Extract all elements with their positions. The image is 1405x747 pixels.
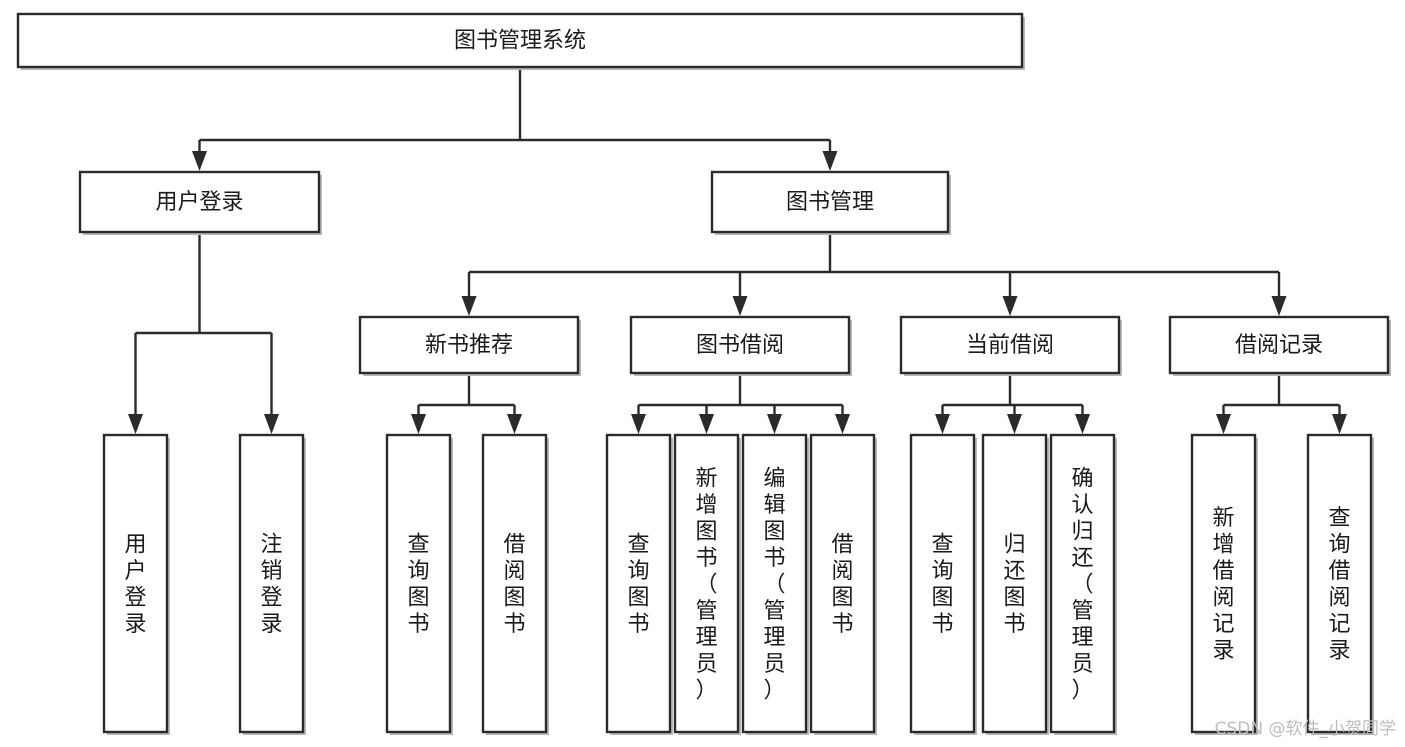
node-label-leaf-query-book-current: 查询图书 bbox=[931, 533, 953, 638]
node-label-book-borrow: 图书借阅 bbox=[696, 333, 784, 358]
node-label-new-book-recommend: 新书推荐 bbox=[425, 333, 513, 358]
node-label-leaf-user-login: 用户登录 bbox=[124, 533, 146, 638]
node-box-leaf-return-book[interactable] bbox=[981, 433, 1048, 734]
connector-conn-current-to-leaves bbox=[935, 373, 1090, 434]
node-box-book-manage[interactable] bbox=[710, 170, 950, 234]
connectors-layer bbox=[128, 67, 1347, 434]
node-leaf-query-borrow-record[interactable]: 查询借阅记录 bbox=[1306, 433, 1374, 735]
node-label-leaf-query-book-recommend: 查询图书 bbox=[407, 533, 429, 638]
nodes-layer: 图书管理系统用户登录图书管理新书推荐图书借阅当前借阅借阅记录用户登录注销登录查询… bbox=[16, 12, 1391, 735]
node-box-leaf-query-book-borrow[interactable] bbox=[605, 433, 672, 734]
node-label-user-login: 用户登录 bbox=[155, 190, 243, 215]
node-box-leaf-query-borrow-record[interactable] bbox=[1306, 433, 1373, 734]
node-label-leaf-return-book: 归还图书 bbox=[1003, 533, 1025, 638]
connector-conn-root-to-level1 bbox=[192, 67, 838, 171]
connector-conn-recommend-to-leaves bbox=[411, 373, 522, 434]
node-box-leaf-query-book-recommend[interactable] bbox=[385, 433, 452, 734]
node-leaf-edit-book-admin[interactable]: 编辑图书（管理员） bbox=[741, 433, 809, 735]
node-leaf-return-book[interactable]: 归还图书 bbox=[981, 433, 1049, 735]
node-label-book-manage: 图书管理 bbox=[786, 190, 874, 215]
node-box-leaf-edit-book-admin[interactable] bbox=[741, 433, 808, 734]
node-label-leaf-borrow-book-recommend: 借阅图书 bbox=[503, 533, 525, 638]
node-box-leaf-add-book-admin[interactable] bbox=[673, 433, 740, 734]
node-box-root[interactable] bbox=[16, 12, 1024, 69]
node-box-leaf-user-logout[interactable] bbox=[238, 433, 305, 734]
node-leaf-query-book-recommend[interactable]: 查询图书 bbox=[385, 433, 453, 735]
node-label-leaf-user-logout: 注销登录 bbox=[260, 533, 282, 638]
node-box-leaf-confirm-return-admin[interactable] bbox=[1049, 433, 1116, 734]
node-leaf-query-book-borrow[interactable]: 查询图书 bbox=[605, 433, 673, 735]
node-borrow-record[interactable]: 借阅记录 bbox=[1168, 315, 1391, 376]
node-box-leaf-add-borrow-record[interactable] bbox=[1190, 433, 1257, 734]
node-label-leaf-query-book-borrow: 查询图书 bbox=[627, 533, 649, 638]
node-box-leaf-borrow-book-recommend[interactable] bbox=[481, 433, 548, 734]
node-label-leaf-query-borrow-record: 查询借阅记录 bbox=[1328, 506, 1350, 664]
node-box-book-borrow[interactable] bbox=[629, 315, 851, 375]
node-label-leaf-confirm-return-admin: 确认归还（管理员） bbox=[1071, 466, 1093, 703]
node-book-borrow[interactable]: 图书借阅 bbox=[629, 315, 852, 376]
node-new-book-recommend[interactable]: 新书推荐 bbox=[358, 315, 581, 376]
node-label-current-borrow: 当前借阅 bbox=[966, 333, 1054, 358]
node-label-borrow-record: 借阅记录 bbox=[1235, 333, 1323, 358]
node-box-leaf-borrow-book[interactable] bbox=[809, 433, 876, 734]
node-box-current-borrow[interactable] bbox=[899, 315, 1121, 375]
node-box-leaf-user-login[interactable] bbox=[102, 433, 169, 734]
node-leaf-user-login[interactable]: 用户登录 bbox=[102, 433, 170, 735]
node-label-root: 图书管理系统 bbox=[454, 29, 586, 54]
node-box-user-login[interactable] bbox=[78, 170, 321, 234]
connector-conn-borrow-to-leaves bbox=[631, 373, 850, 434]
node-book-manage[interactable]: 图书管理 bbox=[710, 170, 951, 235]
node-label-leaf-add-borrow-record: 新增借阅记录 bbox=[1212, 506, 1234, 664]
node-leaf-query-book-current[interactable]: 查询图书 bbox=[909, 433, 977, 735]
node-leaf-user-logout[interactable]: 注销登录 bbox=[238, 433, 306, 735]
node-leaf-confirm-return-admin[interactable]: 确认归还（管理员） bbox=[1049, 433, 1117, 735]
node-leaf-add-borrow-record[interactable]: 新增借阅记录 bbox=[1190, 433, 1258, 735]
connector-conn-user-login-to-leaves bbox=[128, 232, 279, 434]
watermark-label: CSDN @软件_小贺同学 bbox=[1215, 719, 1396, 739]
node-leaf-add-book-admin[interactable]: 新增图书（管理员） bbox=[673, 433, 741, 735]
node-label-leaf-add-book-admin: 新增图书（管理员） bbox=[695, 466, 717, 703]
connector-conn-book-manage-to-level2 bbox=[461, 232, 1287, 316]
node-root[interactable]: 图书管理系统 bbox=[16, 12, 1025, 70]
node-user-login[interactable]: 用户登录 bbox=[78, 170, 322, 235]
node-box-borrow-record[interactable] bbox=[1168, 315, 1390, 375]
node-label-leaf-edit-book-admin: 编辑图书（管理员） bbox=[763, 466, 785, 703]
connector-conn-record-to-leaves bbox=[1216, 373, 1347, 434]
node-current-borrow[interactable]: 当前借阅 bbox=[899, 315, 1122, 376]
node-label-leaf-borrow-book: 借阅图书 bbox=[831, 533, 853, 638]
node-box-new-book-recommend[interactable] bbox=[358, 315, 580, 375]
node-box-leaf-query-book-current[interactable] bbox=[909, 433, 976, 734]
node-leaf-borrow-book[interactable]: 借阅图书 bbox=[809, 433, 877, 735]
node-leaf-borrow-book-recommend[interactable]: 借阅图书 bbox=[481, 433, 549, 735]
